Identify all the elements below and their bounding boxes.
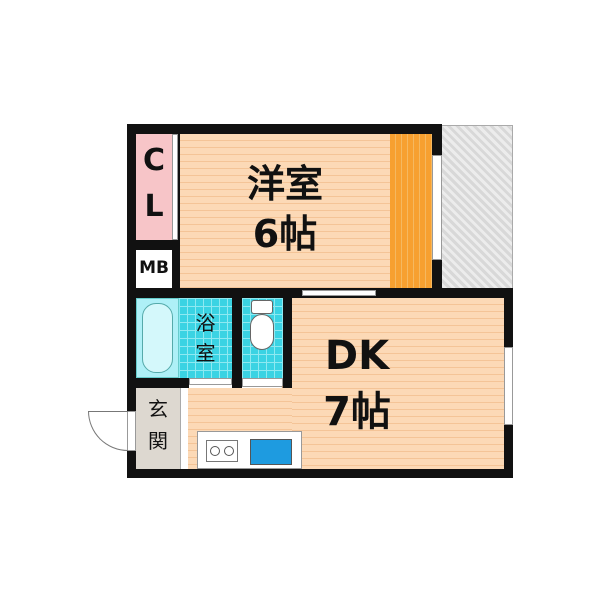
outer-wall [127,124,442,134]
storage-strip [390,134,432,288]
closet-door[interactable] [172,134,178,240]
kitchen-counter [197,431,302,469]
interior-wall [136,378,189,388]
bathroom: 浴 室 [179,298,232,378]
balcony [440,125,513,291]
step [180,388,188,469]
meter-box: MB [136,250,172,288]
outer-wall [127,469,513,478]
western-room: 洋室 6帖 [180,134,390,288]
dk-size: 7帖 [323,389,391,435]
entrance-label-2: 関 [148,429,168,453]
window [504,347,513,425]
western-room-size: 6帖 [252,212,318,256]
dining-kitchen: DK 7帖 [292,298,504,469]
entrance-label-1: 玄 [148,397,168,421]
outer-wall [127,124,136,478]
bath-label-1: 浴 [195,311,216,335]
bath-label-2: 室 [195,341,216,365]
window [432,155,442,260]
interior-wall [283,298,292,388]
stove-icon [206,440,238,462]
entrance-door[interactable] [127,411,136,451]
closet-label-c: C [142,143,166,178]
closet: C L [136,134,172,240]
bath-door[interactable] [189,378,232,385]
meter-box-label: MB [139,258,169,278]
western-room-name: 洋室 [246,162,323,206]
sliding-door[interactable] [302,290,376,296]
toilet-room [242,298,283,378]
interior-wall [232,298,242,388]
interior-wall [136,240,172,250]
entrance: 玄 関 [136,388,180,469]
toilet-icon [251,300,273,314]
closet-label-l: L [144,189,164,224]
bathtub [136,298,179,378]
door-swing [88,411,128,451]
dk-name: DK [324,333,390,379]
sink-icon [250,439,292,465]
